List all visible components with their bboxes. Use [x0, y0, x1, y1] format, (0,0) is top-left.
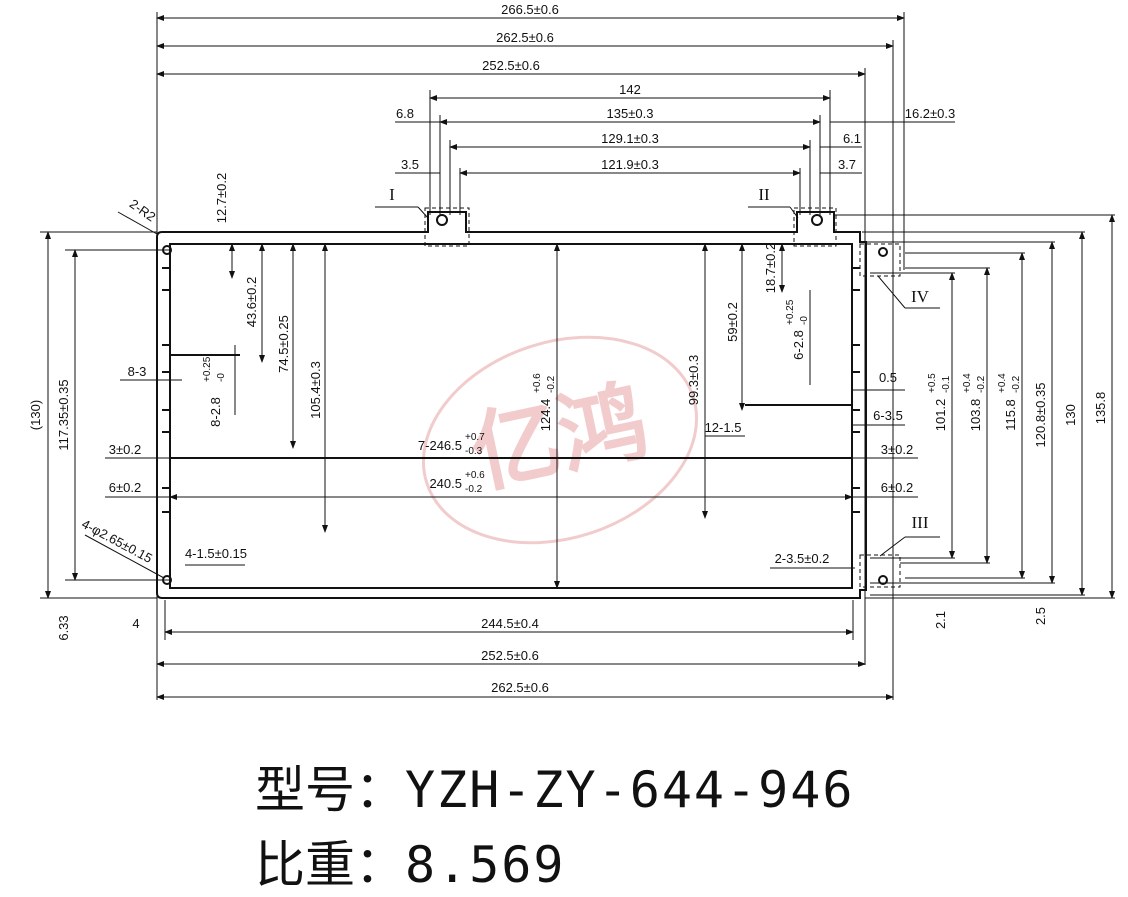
dim-130-paren: (130)	[28, 400, 43, 430]
dim-slot-6: 6-2.8 +0.25 -0	[785, 299, 810, 360]
dim-inner-7-plus: +0.7	[465, 432, 485, 443]
weight-caption: 比重：8.569	[255, 825, 566, 897]
dim-r103-plus: +0.4	[962, 373, 973, 393]
dim-slot-8: 8-2.8 +0.25 -0	[202, 356, 227, 427]
dim-bot-252: 252.5±0.6	[481, 648, 539, 663]
dim-bot-262: 262.5±0.6	[491, 680, 549, 695]
profile-outline	[156, 211, 888, 599]
dim-74-5: 74.5±0.25	[276, 315, 291, 373]
dim-2-1: 2.1	[933, 611, 948, 629]
dim-3-7: 3.7	[838, 157, 856, 172]
dim-top-252: 252.5±0.6	[482, 58, 540, 73]
dim-12-1-5: 12-1.5	[705, 420, 742, 435]
dim-r101-plus: +0.5	[927, 373, 938, 393]
watermark-text: 亿鸿	[463, 369, 657, 506]
callout-label-2: II	[758, 185, 770, 204]
callout-label-4: IV	[911, 287, 930, 306]
dim-6-1: 6.1	[843, 131, 861, 146]
dim-2-3-5: 2-3.5±0.2	[775, 551, 830, 566]
technical-drawing: 亿鸿	[28, 2, 1115, 700]
dim-r135: 135.8	[1093, 392, 1108, 425]
dim-r130: 130	[1063, 404, 1078, 426]
dim-h124-base: 124.4	[538, 399, 553, 432]
dim-slot-6-minus: -0	[799, 316, 810, 325]
weight-label: 比重：	[255, 836, 405, 894]
leader-lines	[84, 121, 955, 579]
model-value: YZH-ZY-644-946	[405, 761, 855, 819]
model-label: 型号：	[255, 761, 405, 819]
dim-117: 117.35±0.35	[56, 379, 71, 450]
dim-inner-7-base: 7-246.5	[418, 438, 462, 453]
dimension-lines	[45, 15, 1115, 700]
dim-top-135: 135±0.3	[607, 106, 654, 121]
dim-6-8: 6.8	[396, 106, 414, 121]
dim-top-129: 129.1±0.3	[601, 131, 659, 146]
dim-2-5: 2.5	[1033, 607, 1048, 625]
dim-8-3: 8-3	[128, 364, 147, 379]
dim-r115-base: 115.8	[1003, 399, 1018, 431]
dim-r103-minus: -0.2	[976, 375, 987, 393]
dim-105-4: 105.4±0.3	[308, 361, 323, 419]
dim-r101-base: 101.2	[933, 399, 948, 432]
dim-6-33: 6.33	[56, 615, 71, 640]
dim-r115-minus: -0.2	[1011, 375, 1022, 393]
dim-inner-240-base: 240.5	[429, 476, 462, 491]
dim-6-right: 6±0.2	[881, 480, 913, 495]
dim-r103-base: 103.8	[968, 399, 983, 432]
dim-6-left: 6±0.2	[109, 480, 141, 495]
dim-3-5: 3.5	[401, 157, 419, 172]
dim-top-266: 266.5±0.6	[501, 2, 559, 17]
dim-slot-8-plus: +0.25	[202, 356, 213, 382]
weight-value: 8.569	[405, 836, 566, 894]
dim-0-5: 0.5	[879, 370, 897, 385]
model-caption: 型号：YZH-ZY-644-946	[255, 750, 854, 822]
dim-holes: 4-φ2.65±0.15	[79, 516, 155, 566]
callout-label-1: I	[389, 185, 395, 204]
dim-slot-6-base: 6-2.8	[791, 330, 806, 360]
dim-4: 4	[132, 616, 139, 631]
dim-h124-plus: +0.6	[532, 373, 543, 393]
dim-r103: 103.8 +0.4 -0.2	[962, 373, 987, 431]
dim-bot-244: 244.5±0.4	[481, 616, 539, 631]
dim-top-142: 142	[619, 82, 641, 97]
dim-59: 59±0.2	[725, 302, 740, 342]
dim-inner-7-minus: -0.3	[465, 446, 483, 457]
dim-3-left: 3±0.2	[109, 442, 141, 457]
dim-inner-240-minus: -0.2	[465, 484, 483, 495]
dim-12-7: 12.7±0.2	[214, 173, 229, 224]
dim-inner-240: 240.5 +0.6 -0.2	[429, 470, 485, 495]
dim-r101-minus: -0.1	[941, 375, 952, 393]
dim-r101: 101.2 +0.5 -0.1	[927, 373, 952, 431]
dim-slot-8-minus: -0	[216, 373, 227, 382]
dim-h124-minus: -0.2	[546, 375, 557, 393]
dim-18-7: 18.7±0.2	[763, 243, 778, 294]
dim-slot-6-plus: +0.25	[785, 299, 796, 325]
dim-top-121: 121.9±0.3	[601, 157, 659, 172]
dim-h124: 124.4 +0.6 -0.2	[532, 373, 557, 431]
callout-label-3: III	[912, 513, 929, 532]
dim-r120: 120.8±0.35	[1033, 383, 1048, 448]
dim-3-right: 3±0.2	[881, 442, 913, 457]
dim-99-3: 99.3±0.3	[686, 355, 701, 406]
dim-inner-7: 7-246.5 +0.7 -0.3	[418, 432, 485, 457]
dim-r115-plus: +0.4	[997, 373, 1008, 393]
dim-corner-r: 2-R2	[127, 196, 159, 224]
dim-top-262: 262.5±0.6	[496, 30, 554, 45]
dim-inner-240-plus: +0.6	[465, 470, 485, 481]
dim-43-6: 43.6±0.2	[244, 277, 259, 328]
dim-4-1-5: 4-1.5±0.15	[185, 546, 247, 561]
dim-16-2: 16.2±0.3	[905, 106, 956, 121]
dim-6-3-5: 6-3.5	[873, 408, 903, 423]
detail-frames	[424, 207, 901, 588]
dim-r115: 115.8 +0.4 -0.2	[997, 373, 1022, 431]
dim-slot-8-base: 8-2.8	[208, 397, 223, 427]
